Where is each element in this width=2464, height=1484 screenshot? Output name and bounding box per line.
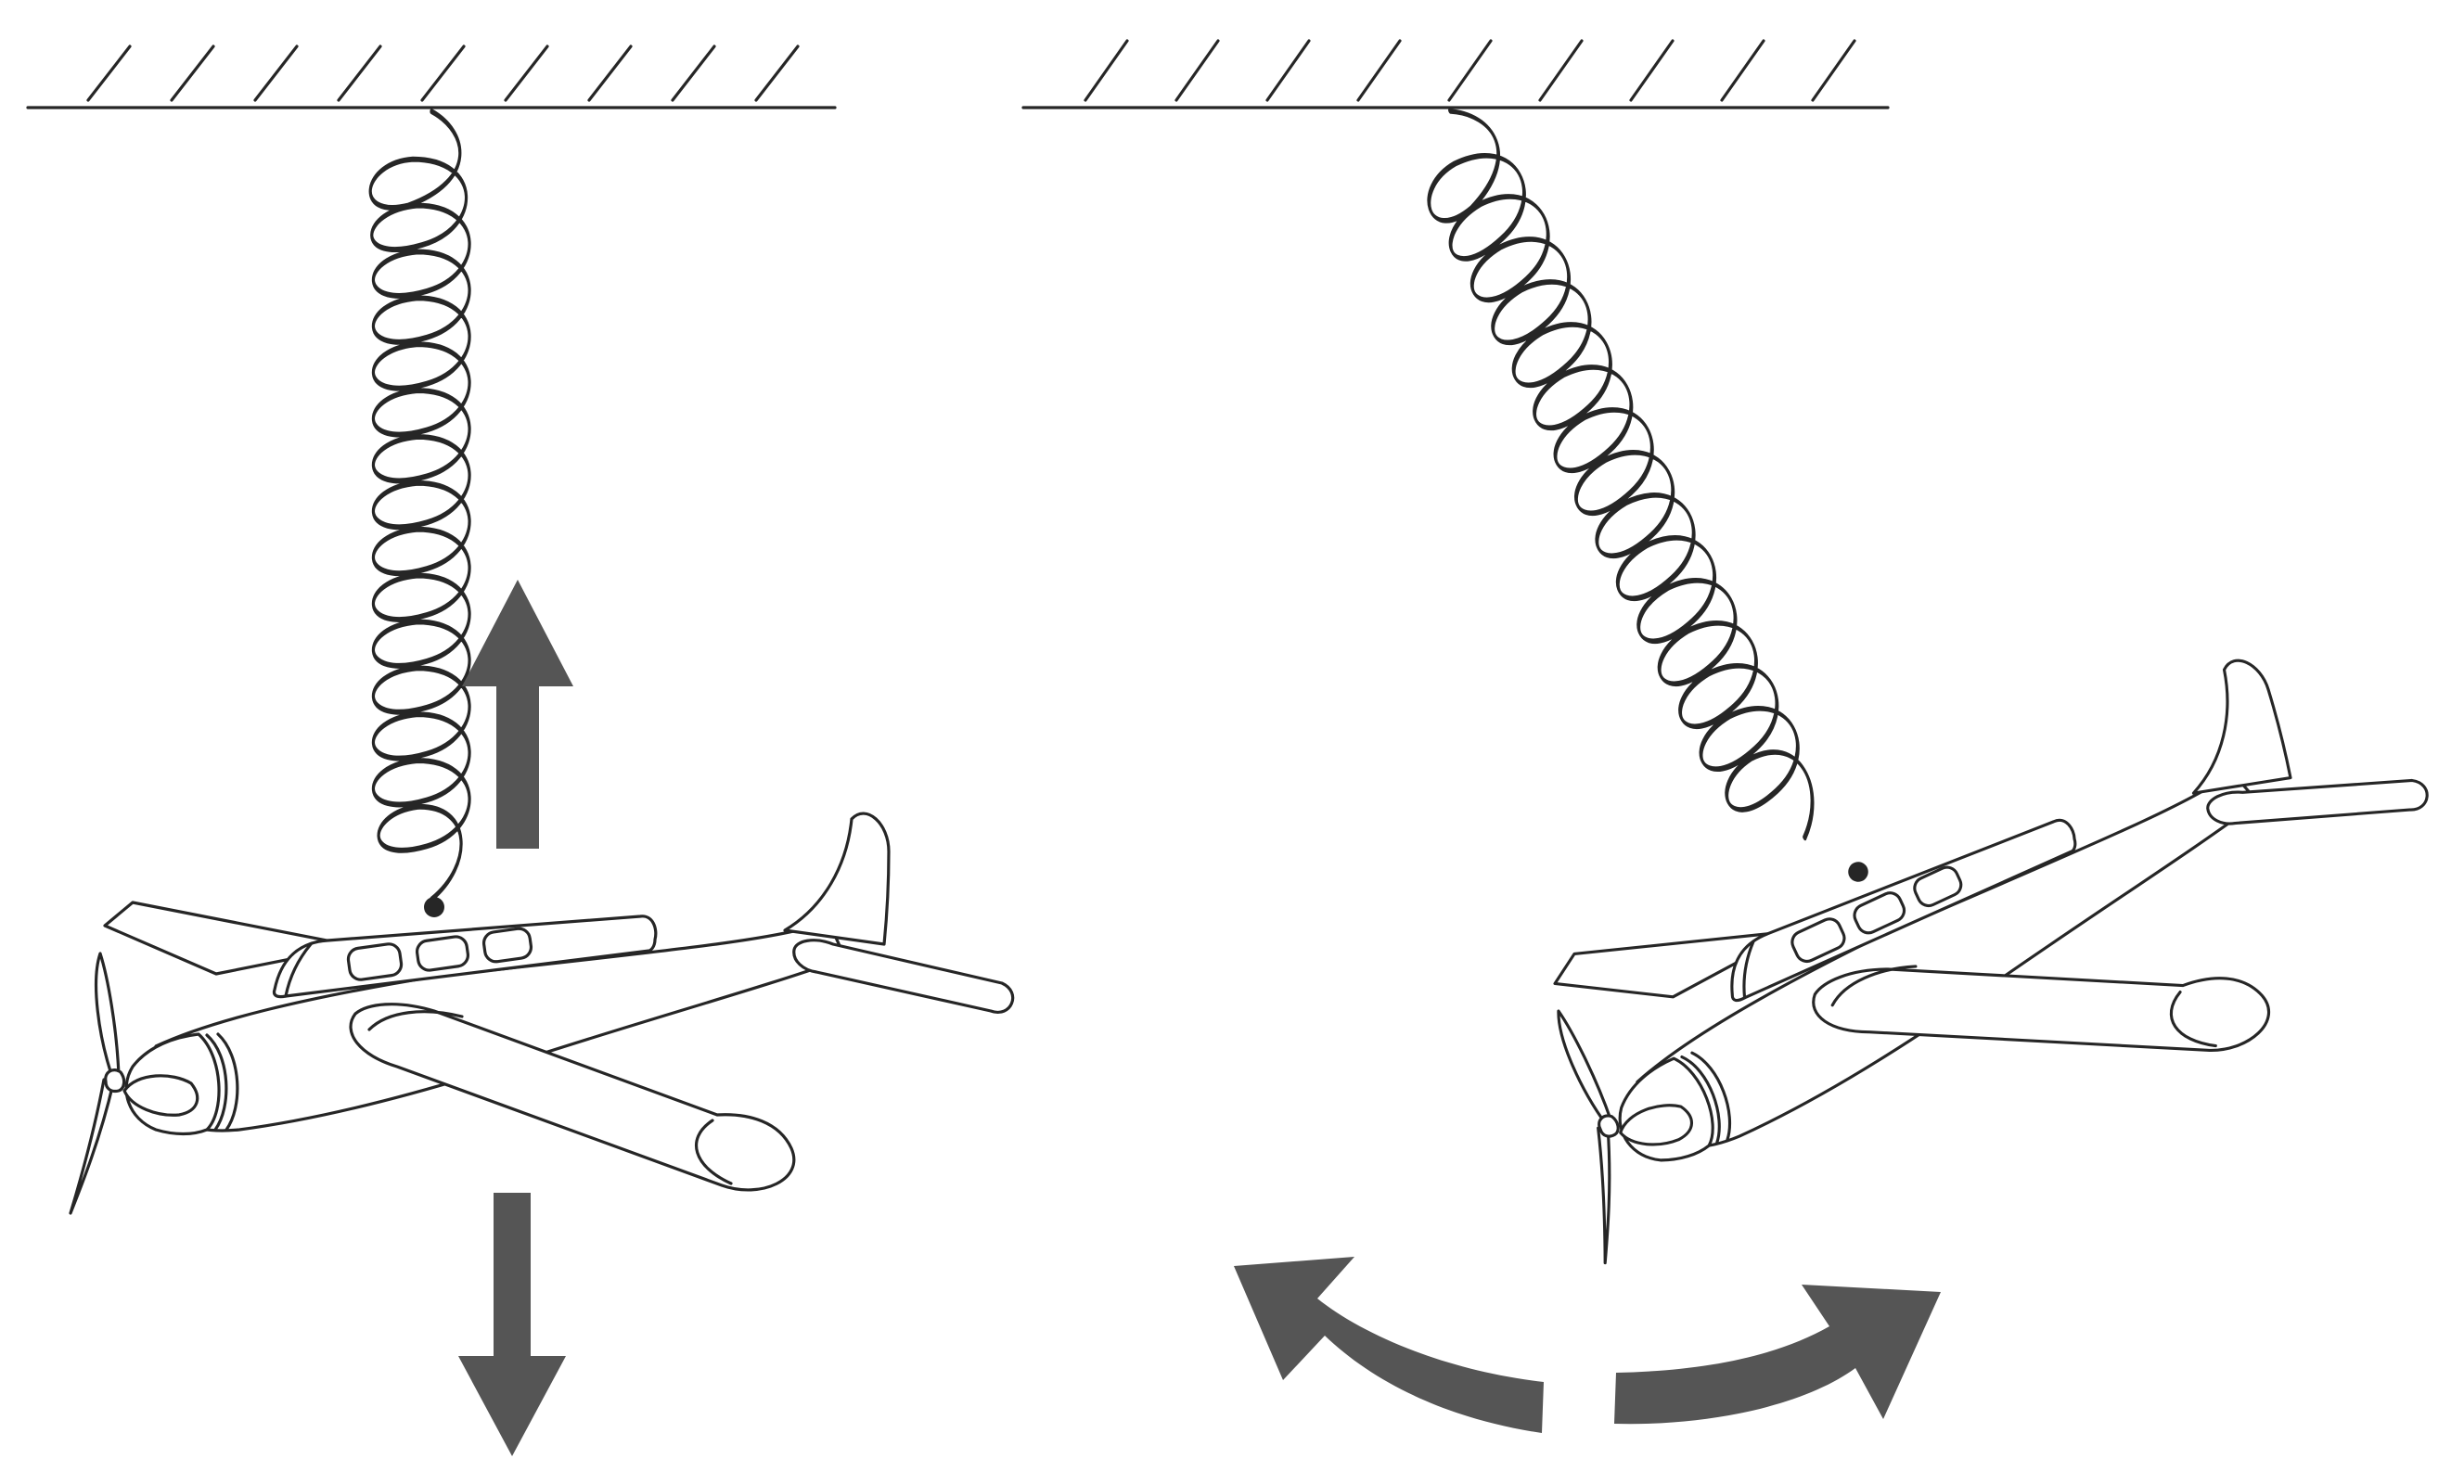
- spring-right: [1395, 95, 1839, 864]
- left-panel: [26, 45, 1015, 1456]
- ceiling-right: [1021, 39, 1890, 109]
- curved-right-arrow-icon: [1614, 1285, 1941, 1425]
- ceiling-left: [26, 45, 837, 109]
- airplane-left: [69, 812, 1015, 1215]
- airplane-right: [1489, 617, 2464, 1265]
- curved-left-arrow-icon: [1234, 1257, 1544, 1433]
- down-arrow-icon: [458, 1193, 566, 1456]
- right-panel: [1021, 39, 2464, 1433]
- up-arrow-icon: [462, 580, 573, 849]
- spring-left: [370, 111, 469, 900]
